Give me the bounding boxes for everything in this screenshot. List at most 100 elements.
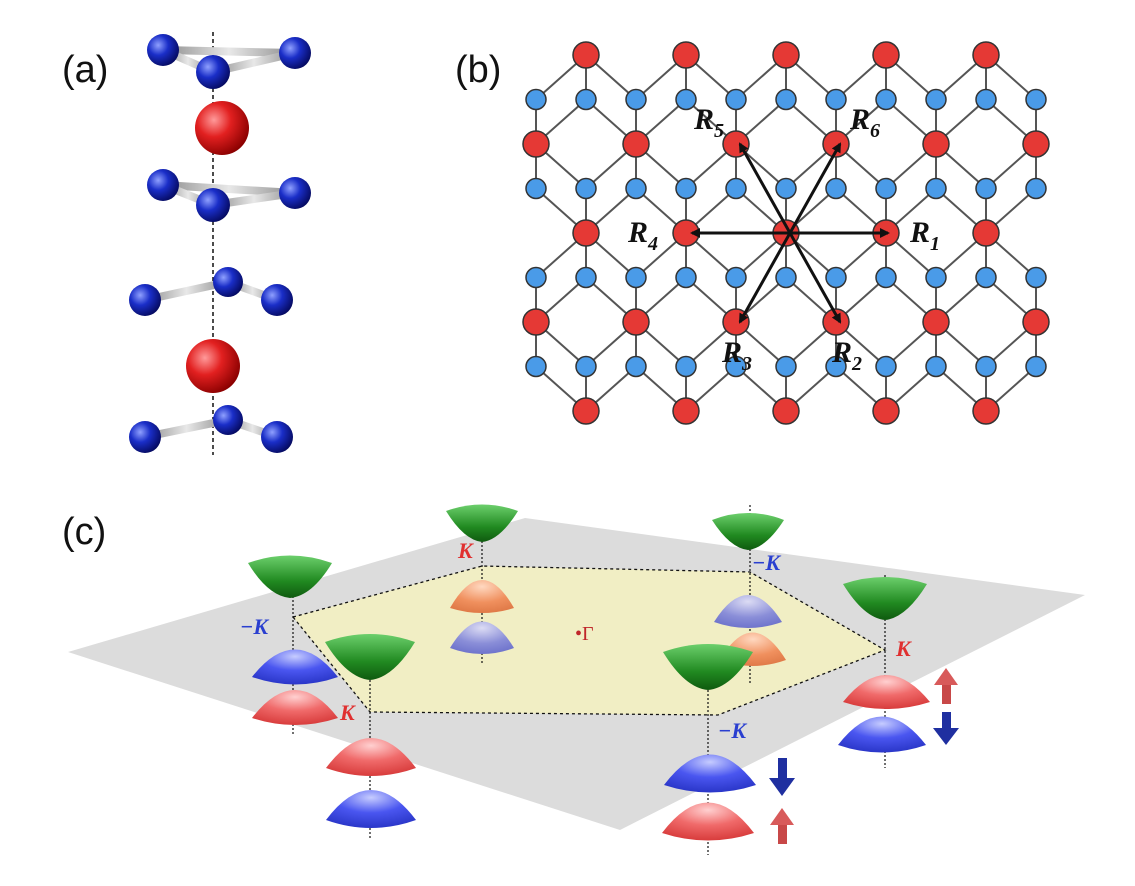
lattice-atom-red <box>972 219 1000 247</box>
lattice-atom-blue <box>925 88 947 111</box>
corner-atom <box>261 284 293 316</box>
lattice-atom-blue <box>725 177 747 200</box>
conduction-band-cone <box>248 555 332 598</box>
lattice-atom-blue <box>525 355 547 378</box>
spin-up-arrow <box>934 668 958 704</box>
corner-atom <box>261 421 293 453</box>
vector-label-r4: R4 <box>627 216 658 255</box>
conduction-band-cone <box>712 513 784 550</box>
lattice-atom-blue <box>625 88 647 111</box>
lattice-atom-red <box>522 130 550 158</box>
lattice-atoms <box>522 41 1050 425</box>
lattice-atom-red <box>572 219 600 247</box>
vector-label-r6: R6 <box>849 103 880 142</box>
lattice-atom-blue <box>775 88 797 111</box>
spin-down-arrow <box>933 712 959 745</box>
lattice-atom-blue <box>975 177 997 200</box>
lattice-atom-red <box>672 41 700 69</box>
lattice-atom-blue <box>825 177 847 200</box>
lattice-atom-blue <box>925 266 947 289</box>
vector-label-r1: R1 <box>909 216 940 255</box>
corner-atom <box>213 267 243 297</box>
valley-k-bottom-left: K <box>325 634 416 840</box>
conduction-band-cone <box>325 634 415 680</box>
corner-atom <box>213 405 243 435</box>
corner-atom <box>196 188 230 222</box>
lattice-atom-red <box>622 130 650 158</box>
lattice-atom-red <box>922 308 950 336</box>
lattice-atom-red <box>622 308 650 336</box>
lattice-atom-red <box>772 397 800 425</box>
lattice-atom-blue <box>1025 88 1047 111</box>
valley-minus-k-left: −K <box>240 555 338 735</box>
lattice-atom-blue <box>725 266 747 289</box>
valence-band-cone <box>252 649 338 685</box>
lattice-atom-red <box>872 41 900 69</box>
lattice-atom-blue <box>775 266 797 289</box>
lattice-atom-red <box>872 397 900 425</box>
valley-label: K <box>895 636 912 661</box>
valence-band-cone <box>838 716 926 753</box>
valley-minus-k-bottom-right: −K <box>662 644 795 855</box>
conduction-band-cone <box>663 644 753 690</box>
valence-band-cone <box>662 802 754 841</box>
lattice-atom-blue <box>975 355 997 378</box>
lattice-atom-red <box>1022 130 1050 158</box>
valley-label: K <box>339 700 356 725</box>
lattice-atom-blue <box>825 266 847 289</box>
valley-label: −K <box>240 614 269 639</box>
corner-atom <box>147 169 179 201</box>
vector-label-r3: R3 <box>721 336 752 375</box>
lattice-atom-red <box>922 130 950 158</box>
lattice-vectors <box>690 142 890 324</box>
honeycomb-lattice-panel: R1 R2 R3 R4 R5 R6 <box>522 41 1050 425</box>
lattice-atom-blue <box>775 355 797 378</box>
valence-band-cone <box>326 790 416 828</box>
lattice-atom-blue <box>975 88 997 111</box>
corner-atom <box>279 177 311 209</box>
spin-up-arrow <box>770 808 794 844</box>
lattice-atom-blue <box>625 266 647 289</box>
panel-label-c: (c) <box>62 511 106 553</box>
valley-minus-k-top-right: −K <box>712 505 786 685</box>
corner-atom <box>147 34 179 66</box>
lattice-atom-blue <box>625 355 647 378</box>
valence-band-cone <box>252 690 338 725</box>
vector-arrow-r6 <box>788 142 842 234</box>
lattice-atom-blue <box>975 266 997 289</box>
lattice-atom-blue <box>1025 266 1047 289</box>
lattice-atom-blue <box>925 355 947 378</box>
lattice-atom-blue <box>875 266 897 289</box>
lattice-atom-blue <box>775 177 797 200</box>
lattice-atom-blue <box>875 177 897 200</box>
lattice-atom-blue <box>875 88 897 111</box>
corner-atom <box>129 421 161 453</box>
conduction-band-cone <box>446 504 518 542</box>
vector-label-r5: R5 <box>693 103 724 142</box>
brillouin-zone-panel: •Γ K −K −K <box>68 504 1085 855</box>
lattice-atom-blue <box>575 355 597 378</box>
lattice-atom-blue <box>575 88 597 111</box>
lower-cell <box>129 267 293 453</box>
lattice-atom-blue <box>575 177 597 200</box>
vector-arrow-r2 <box>788 232 842 324</box>
lattice-atom-blue <box>675 177 697 200</box>
lattice-atom-blue <box>525 266 547 289</box>
valley-k-right: K <box>838 575 959 768</box>
valence-band-cone <box>664 754 756 793</box>
valley-label: −K <box>718 718 747 743</box>
lattice-atom-red <box>672 397 700 425</box>
valence-band-cone <box>714 595 782 628</box>
corner-atom <box>129 284 161 316</box>
lattice-atom-blue <box>575 266 597 289</box>
lattice-atom-red <box>572 397 600 425</box>
gamma-point: •Γ <box>575 623 594 645</box>
vector-label-r2: R2 <box>831 336 862 375</box>
cell-center-atom <box>195 101 249 155</box>
lattice-atom-blue <box>625 177 647 200</box>
lattice-atom-blue <box>525 177 547 200</box>
lattice-atom-red <box>572 41 600 69</box>
cell-center-atom <box>186 339 240 393</box>
lattice-atom-red <box>522 308 550 336</box>
valley-k-top: K <box>446 504 518 665</box>
